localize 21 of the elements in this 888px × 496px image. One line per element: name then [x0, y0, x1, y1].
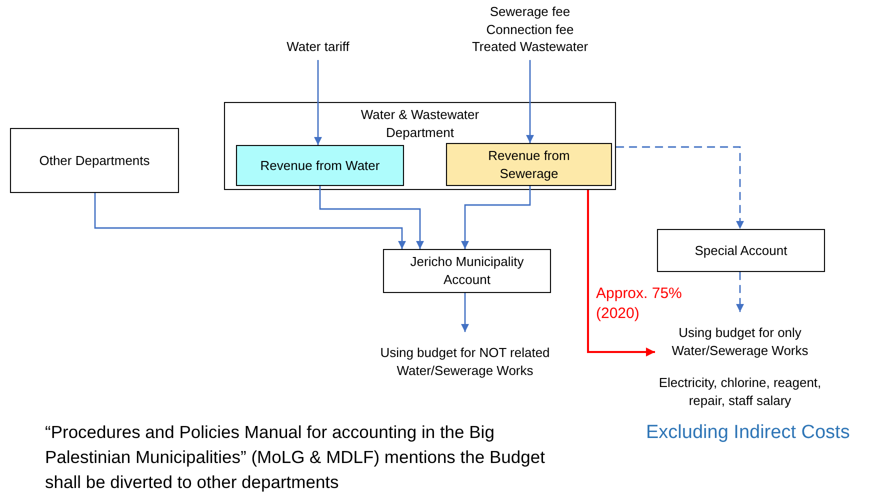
process-box: Revenue from Sewerage	[446, 143, 612, 186]
arrow	[461, 186, 531, 249]
department-box: Water & Wastewater Department Revenue from Water Revenue from Sewerage	[224, 102, 616, 190]
node-caption: Electricity, chlorine, reagent, repair, staff salary	[658, 374, 822, 410]
process-box: Special Account	[657, 229, 825, 272]
process-box: Other Departments	[10, 128, 179, 193]
node-text: Sewerage fee Connection fee Treated Wastewater	[450, 5, 610, 60]
node-text: Using budget for NOT related Water/Sewerage Works	[355, 332, 575, 388]
arrow	[314, 60, 322, 145]
arrow	[94, 193, 406, 249]
arrow	[319, 186, 424, 249]
note-text: Excluding Indirect Costs	[646, 422, 851, 444]
arrow	[461, 293, 469, 332]
node-text: Water tariff	[258, 28, 378, 60]
arrow	[736, 272, 744, 312]
arrow	[587, 190, 655, 356]
process-box: Revenue from Water	[236, 145, 404, 186]
note-text: “Procedures and Policies Manual for accounting in the Big Palestinian Municipalities” (MoLG & MDLF) mentions the Budget shall be diverted to other departments	[45, 421, 546, 494]
arrow	[526, 60, 534, 143]
process-box: Jericho Municipality Account	[383, 249, 551, 293]
arrow	[616, 146, 744, 229]
